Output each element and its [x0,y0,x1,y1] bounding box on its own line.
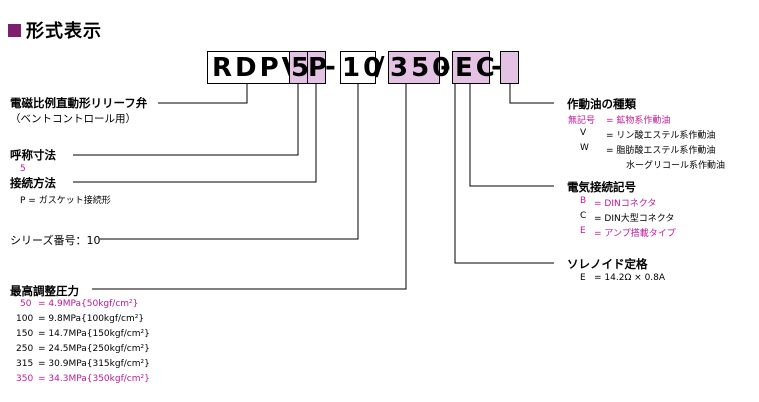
line-size [73,84,299,156]
code-dash-3: - [491,52,502,82]
line-pressure [92,84,407,290]
pressure-code: 350 [16,374,34,384]
pressure-text: = 14.7MPa{150kgf/cm²} [38,329,150,339]
line-solenoid [454,84,554,264]
title-marker [8,24,21,37]
fluid-text: 水ーグリコール系作動油 [626,161,726,171]
code-box-prefix: RDPV [207,51,302,84]
solenoid-label: ソレノイド定格 [567,257,648,271]
code-dash-1: - [325,52,336,82]
code-connection: P [308,53,331,83]
code-box-series: 10 [340,51,381,84]
pressure-code: 150 [16,329,34,339]
code-pressure: 350 [390,53,454,83]
electrical-code: B [580,196,587,206]
model-sub: （ベントコントロール用） [10,113,136,125]
series-label: シリーズ番号：10 [10,234,101,247]
electrical-code: E [580,226,586,236]
page-title: 形式表示 [26,21,102,42]
solenoid-code: E [580,273,586,283]
model-label: 電磁比例直動形リリーフ弁 [10,96,148,110]
pressure-label: 最高調整圧力 [10,284,79,298]
line-model [158,84,248,104]
code-box-fluid [500,51,519,84]
electrical-text: = DIN大型コネクタ [594,214,675,224]
fluid-label: 作動油の種類 [567,97,636,111]
connection-label: 接続方法 [10,176,56,190]
pressure-code: 50 [20,299,32,309]
pressure-code: 250 [16,344,34,354]
pressure-text: = 24.5MPa{250kgf/cm²} [38,344,150,354]
code-slash: / [375,52,385,82]
pressure-text: = 34.3MPa{350kgf/cm²} [38,374,150,384]
code-prefix: RDPV [212,53,305,83]
fluid-text: = リン酸エステル系作動油 [606,131,716,141]
code-electrical: EC [455,53,498,83]
electrical-label: 電気接続記号 [567,180,636,194]
code-box-pressure: 350 [388,51,450,84]
code-box-connection: P [307,51,327,84]
solenoid-text: = 14.2Ω × 0.8A [594,273,666,283]
line-electrical [469,84,554,187]
fluid-text: = 鉱物系作動油 [606,116,671,126]
code-dash-2: - [440,52,451,82]
code-size: 5 [291,53,313,83]
pressure-code: 100 [16,314,34,324]
code-series: 10 [342,53,385,83]
code-box-electrical: EC [452,51,495,84]
pressure-text: = 9.8MPa{100kgf/cm²} [38,314,145,324]
electrical-text: = アンプ搭載タイプ [594,229,676,239]
fluid-text: = 脂肪酸エステル系作動油 [606,146,716,156]
fluid-code: 無記号 [568,116,596,126]
line-fluid [509,84,554,104]
pressure-text: = 4.9MPa{50kgf/cm²} [38,299,139,309]
electrical-text: = DINコネクタ [594,199,657,209]
electrical-code: C [580,211,587,221]
connection-value: P = ガスケット接続形 [20,196,111,206]
fluid-code: V [580,128,587,138]
line-series [100,84,359,240]
size-label: 呼称寸法 [10,148,56,162]
pressure-code: 315 [16,359,34,369]
line-connection [73,84,317,183]
pressure-text: = 30.9MPa{315kgf/cm²} [38,359,150,369]
fluid-code: W [580,143,589,153]
size-value: 5 [20,164,26,174]
